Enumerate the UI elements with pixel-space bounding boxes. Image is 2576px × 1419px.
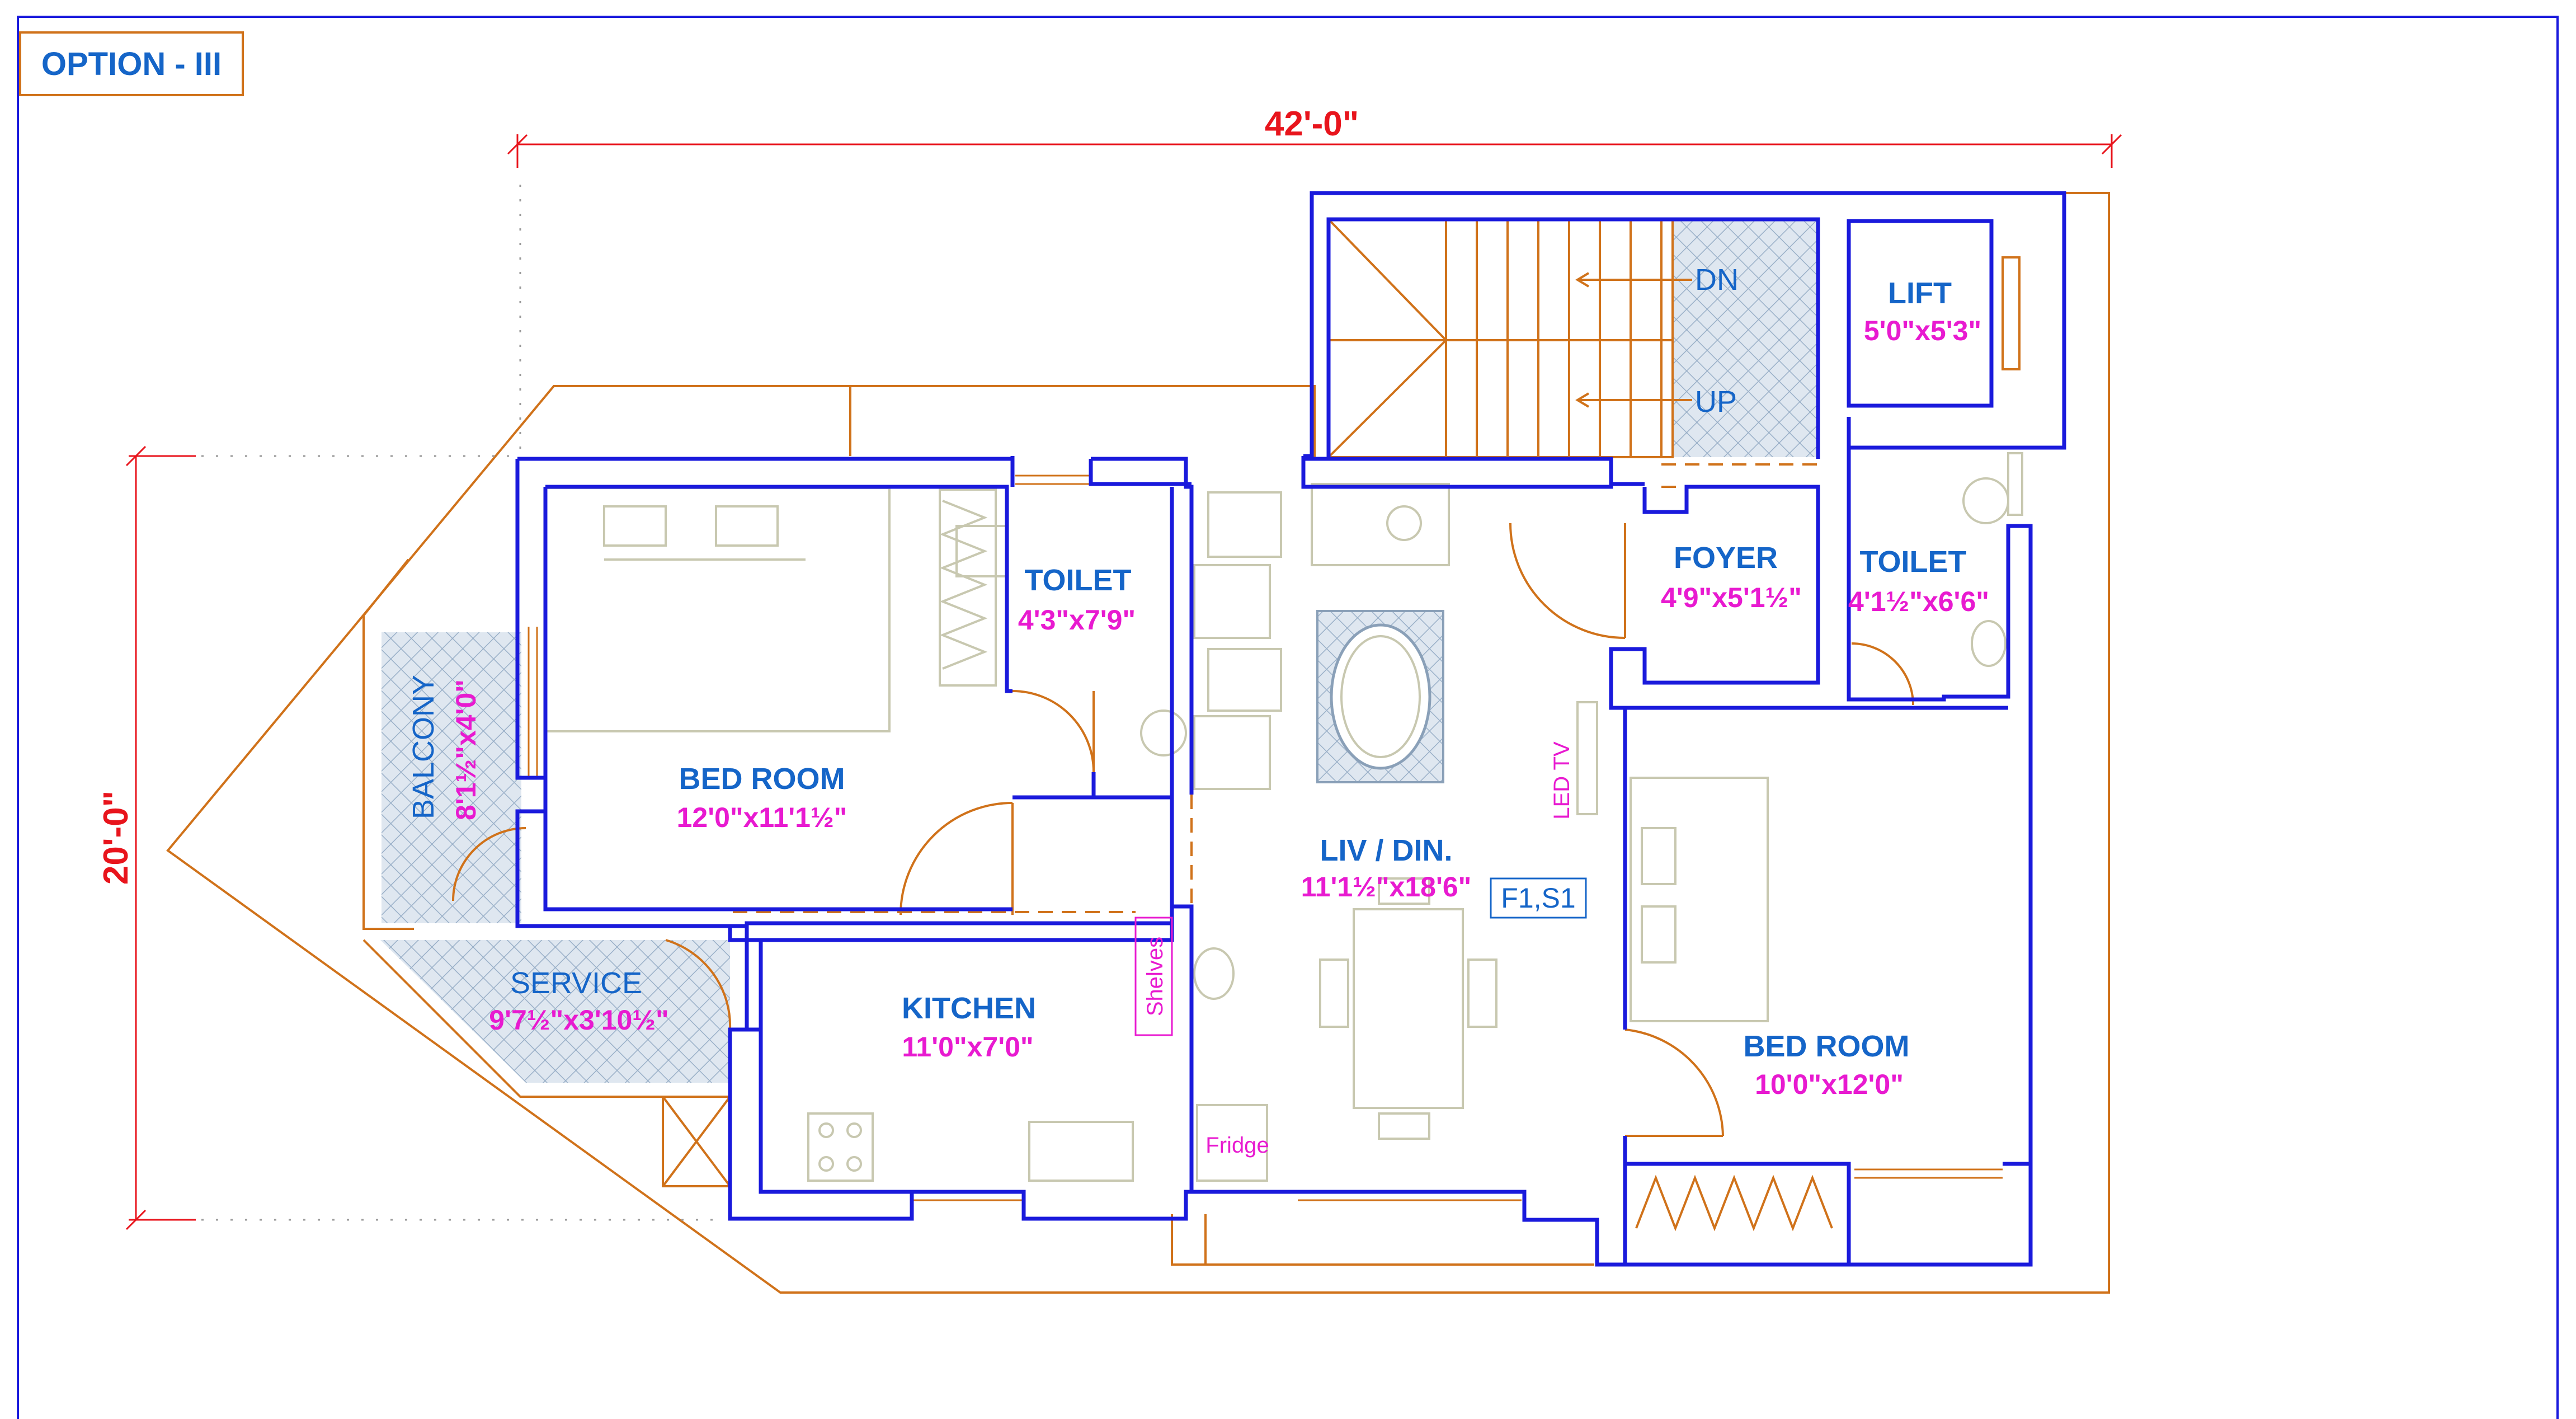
height-dimension: 20'-0" bbox=[97, 791, 135, 885]
balcony-hatch bbox=[382, 632, 521, 923]
lift-shaft bbox=[1848, 220, 2021, 407]
bedroom1-name: BED ROOM bbox=[679, 762, 845, 796]
fridge-label: Fridge bbox=[1205, 1133, 1269, 1158]
toilet1-size: 4'3"x7'9" bbox=[1018, 604, 1136, 636]
foyer-size: 4'9"x5'1½" bbox=[1661, 582, 1802, 613]
toilet2-name: TOILET bbox=[1859, 545, 1966, 579]
balcony-size: 8'1½"x4'0" bbox=[450, 679, 482, 820]
service-name: SERVICE bbox=[510, 966, 642, 1000]
bedroom2-name: BED ROOM bbox=[1744, 1030, 1910, 1063]
walls bbox=[515, 191, 2066, 1267]
foyer-name: FOYER bbox=[1674, 541, 1778, 575]
width-dimension: 42'-0" bbox=[1265, 105, 1359, 143]
shelves-box bbox=[1134, 917, 1173, 1036]
site-outline bbox=[166, 192, 2110, 1294]
staircase bbox=[1327, 218, 1692, 458]
balcony-name: BALCONY bbox=[407, 675, 440, 819]
service-size: 9'7½"x3'10½" bbox=[489, 1004, 668, 1036]
stair-down-label: DN bbox=[1695, 263, 1739, 297]
tag-label: F1,S1 bbox=[1501, 882, 1575, 914]
toilet1-name: TOILET bbox=[1024, 563, 1131, 597]
lift-size: 5'0"x5'3" bbox=[1864, 315, 1981, 346]
kitchen-size: 11'0"x7'0" bbox=[902, 1031, 1033, 1063]
sheet-frame bbox=[17, 16, 2559, 1419]
option-title: OPTION - III bbox=[41, 45, 222, 82]
led-tv-label: LED TV bbox=[1550, 741, 1574, 820]
stair-up-label: UP bbox=[1695, 385, 1737, 419]
toilet2-size: 4'1½"x6'6" bbox=[1848, 586, 1989, 617]
service-hatch bbox=[380, 940, 730, 1083]
wardrobe-bedroom1 bbox=[939, 500, 988, 670]
dashed-boundaries bbox=[733, 463, 1818, 1266]
wardrobe-bedroom2 bbox=[1635, 1174, 1833, 1232]
option-title-box: OPTION - III bbox=[19, 31, 244, 96]
kitchen-name: KITCHEN bbox=[902, 992, 1036, 1025]
extension-dots bbox=[201, 185, 716, 1221]
bedroom2-size: 10'0"x12'0" bbox=[1755, 1069, 1904, 1100]
lift-name: LIFT bbox=[1888, 276, 1952, 310]
living-rug-oval bbox=[1330, 623, 1431, 770]
bedroom1-size: 12'0"x11'1½" bbox=[677, 802, 847, 833]
door-arcs bbox=[452, 523, 1914, 1137]
living-name: LIV / DIN. bbox=[1320, 834, 1452, 867]
dimension-lines bbox=[125, 134, 2122, 1230]
living-size: 11'1½"x18'6" bbox=[1301, 871, 1472, 903]
furniture bbox=[544, 452, 2023, 1182]
shelves-label: Shelves bbox=[1143, 937, 1167, 1016]
lift-lobby-hatch bbox=[1673, 219, 1819, 457]
tag-box bbox=[1490, 877, 1587, 919]
